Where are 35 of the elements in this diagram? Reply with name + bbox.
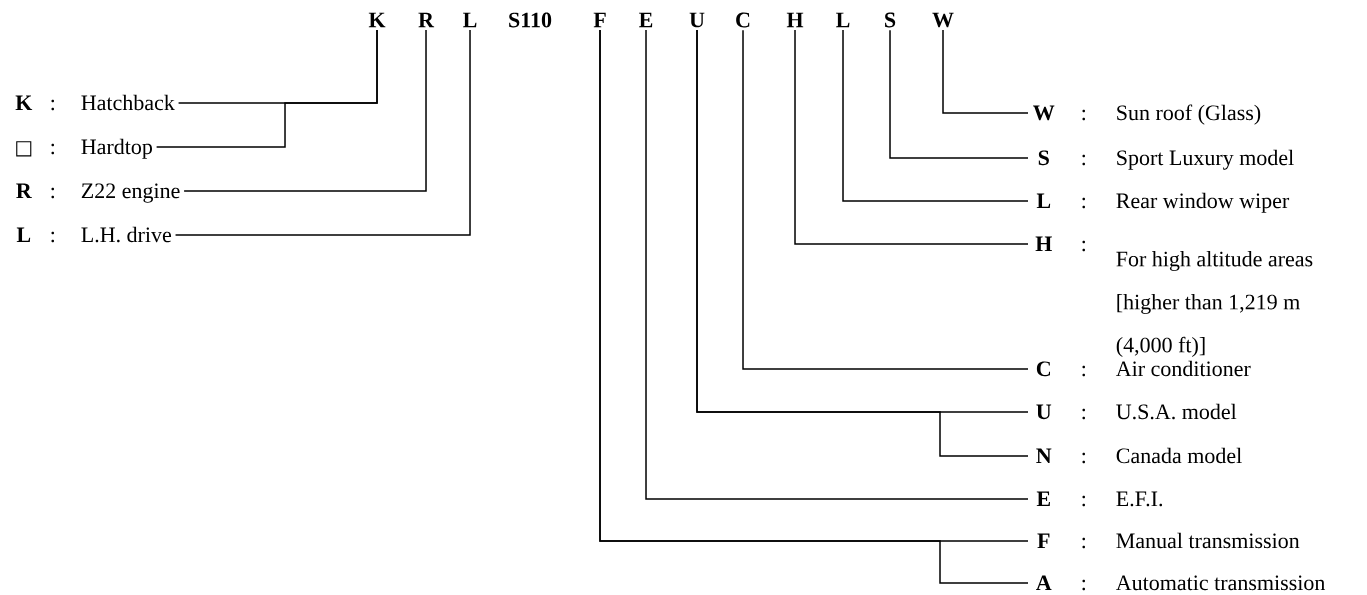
code-description: L : Rear window wiper	[1036, 192, 1290, 213]
code-letter: U	[689, 12, 705, 28]
code-letter: F	[593, 12, 606, 28]
code-description: E : E.F.I.	[1036, 491, 1163, 507]
code-letter: H	[786, 12, 804, 28]
code-letter: S110	[509, 12, 552, 28]
code-description: U : U.S.A. model	[1036, 403, 1237, 420]
code-letter: S	[885, 12, 896, 28]
code-description: □ : Hardtop	[16, 138, 152, 159]
leader-line	[889, 29, 1029, 159]
code-description: W : Sun roof (Glass)	[1033, 104, 1261, 125]
code-letter: E	[639, 12, 653, 28]
leader-line	[174, 29, 471, 236]
leader-line	[842, 29, 1029, 202]
code-letter: K	[368, 12, 386, 28]
code-description: R : Z22 engine	[16, 183, 180, 203]
code-description: C : Air conditioner	[1036, 360, 1251, 377]
code-description: A : Automatic transmission	[1036, 575, 1326, 591]
code-description: N : Canada model	[1036, 447, 1242, 464]
leader-line	[742, 29, 1029, 370]
code-letter: C	[736, 12, 750, 28]
leader-line	[183, 29, 427, 192]
code-description: K : Hatchback	[15, 94, 175, 111]
code-description: H : For high altitude areas [higher than 1,219 m (4,000 ft)]	[1035, 236, 1313, 357]
code-description: F : Manual transmission	[1037, 532, 1300, 549]
leader-line	[155, 29, 378, 148]
leader-line	[794, 29, 1029, 245]
leader-line	[645, 29, 1029, 500]
code-letter: W	[932, 12, 954, 28]
code-description: S : Sport Luxury model	[1038, 149, 1294, 170]
code-letter: L	[836, 12, 850, 28]
code-description: L : L.H. drive	[16, 226, 172, 243]
code-letter: L	[463, 12, 477, 28]
leader-line	[942, 29, 1029, 114]
code-letter: R	[418, 12, 435, 28]
